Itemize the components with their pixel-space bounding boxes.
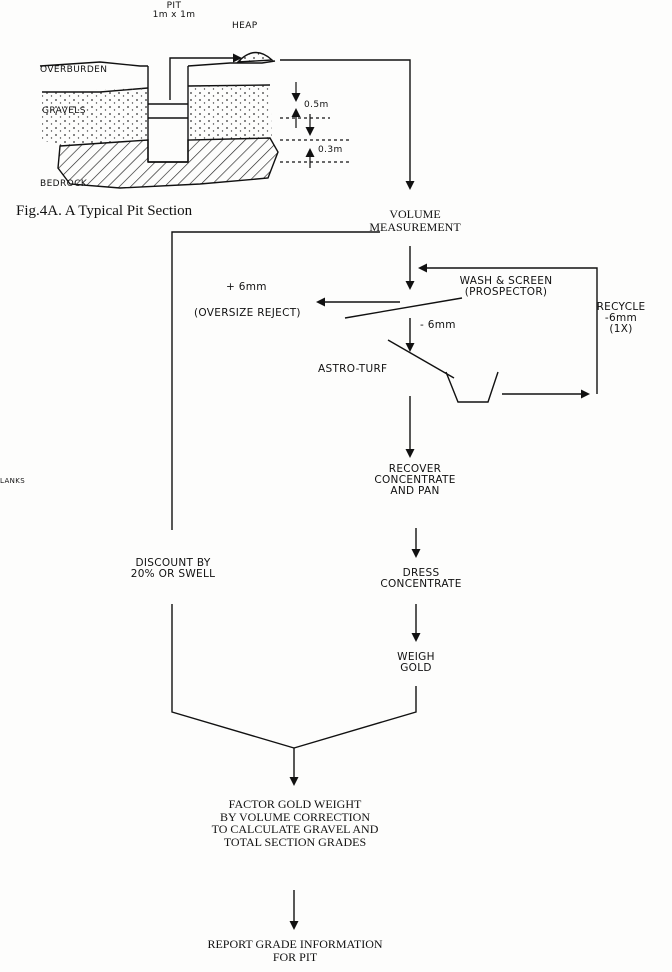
undersize-fraction-label: - 6mm	[420, 320, 456, 331]
oversize-reject-label: (OVERSIZE REJECT)	[194, 308, 301, 319]
discount-node: DISCOUNT BY 20% OR SWELL	[98, 558, 248, 580]
bedrock-layer	[58, 138, 278, 188]
weigh-gold-node: WEIGH GOLD	[356, 652, 476, 674]
astro-turf-label: ASTRO-TURF	[318, 364, 387, 375]
recover-concentrate-node: RECOVER CONCENTRATE AND PAN	[350, 464, 480, 497]
depth-upper-label: 0.5m	[304, 101, 329, 110]
screen-deck	[345, 298, 462, 318]
volume-measurement-node: VOLUME MEASUREMENT	[350, 208, 480, 233]
astro-turf-sluice	[388, 340, 454, 378]
heap-to-flow-line	[280, 60, 410, 188]
ground-surface-line-right	[188, 61, 275, 66]
oversize-fraction-label: + 6mm	[226, 282, 267, 293]
gravels-label: GRAVELS	[42, 107, 86, 116]
report-grade-node: REPORT GRADE INFORMATION FOR PIT	[170, 938, 420, 963]
discount-branch-line	[172, 232, 380, 530]
recycle-node: RECYCLE -6mm (1X)	[590, 302, 652, 335]
merge-left-line	[172, 604, 294, 748]
pit-label: PIT 1m x 1m	[146, 2, 202, 21]
heap-mound	[238, 52, 272, 62]
depth-lower-label: 0.3m	[318, 146, 343, 155]
wash-screen-node: WASH & SCREEN (PROSPECTOR)	[436, 276, 576, 298]
gravels-layer-right	[188, 85, 272, 140]
factor-gold-node: FACTOR GOLD WEIGHT BY VOLUME CORRECTION …	[180, 798, 410, 848]
bedrock-label: BEDROCK	[40, 180, 87, 189]
margin-fragment: LANKS	[0, 478, 25, 485]
figure-caption: Fig.4A. A Typical Pit Section	[16, 204, 192, 220]
dress-concentrate-node: DRESS CONCENTRATE	[356, 568, 486, 590]
overburden-label: OVERBURDEN	[40, 66, 107, 75]
heap-label: HEAP	[232, 22, 258, 31]
collection-pan	[446, 372, 498, 402]
merge-right-line	[294, 686, 416, 748]
gravels-layer	[42, 88, 148, 146]
